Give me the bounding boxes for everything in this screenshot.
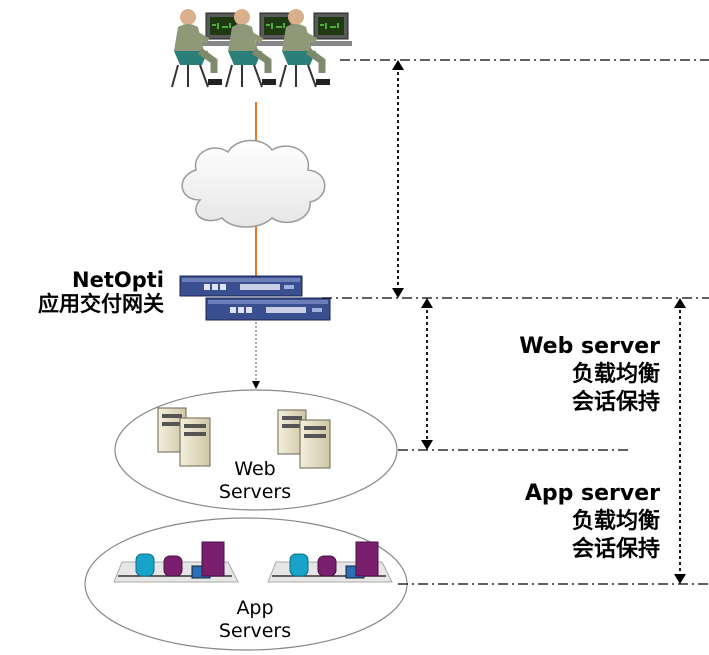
span-arrow-gateway-web <box>421 298 433 450</box>
web-side-line3: 会话保持 <box>571 390 660 415</box>
gateway-desc: 应用交付网关 <box>38 292 164 316</box>
internet-cloud-icon <box>181 139 326 228</box>
gateway-label: NetOpti 应用交付网关 <box>38 268 164 316</box>
user-workstation-icon <box>279 9 352 88</box>
web-side-line1: Web server <box>519 334 660 359</box>
app-side-line3: 会话保持 <box>571 537 660 562</box>
gateway-appliance-icon <box>179 275 331 321</box>
app-cluster-line1: App <box>236 597 274 619</box>
gateway-name: NetOpti <box>72 268 164 292</box>
app-side-label: App server 负载均衡 会话保持 <box>500 480 660 564</box>
web-cluster-label: Web Servers <box>200 458 310 504</box>
span-arrow-users-gateway <box>392 60 404 298</box>
span-arrow-gateway-app <box>674 298 686 584</box>
app-cluster-label: App Servers <box>200 597 310 643</box>
web-cluster-line1: Web <box>234 458 276 480</box>
app-cluster-line2: Servers <box>218 620 292 642</box>
user-workstation-icon <box>171 9 244 88</box>
web-side-label: Web server 负载均衡 会话保持 <box>500 333 660 417</box>
app-server-icon <box>113 541 393 583</box>
web-side-line2: 负载均衡 <box>571 362 660 387</box>
app-side-line1: App server <box>524 481 660 506</box>
app-side-line2: 负载均衡 <box>571 509 660 534</box>
web-server-icon <box>157 407 331 469</box>
users-group-icon <box>171 9 352 88</box>
web-cluster-line2: Servers <box>218 481 292 503</box>
